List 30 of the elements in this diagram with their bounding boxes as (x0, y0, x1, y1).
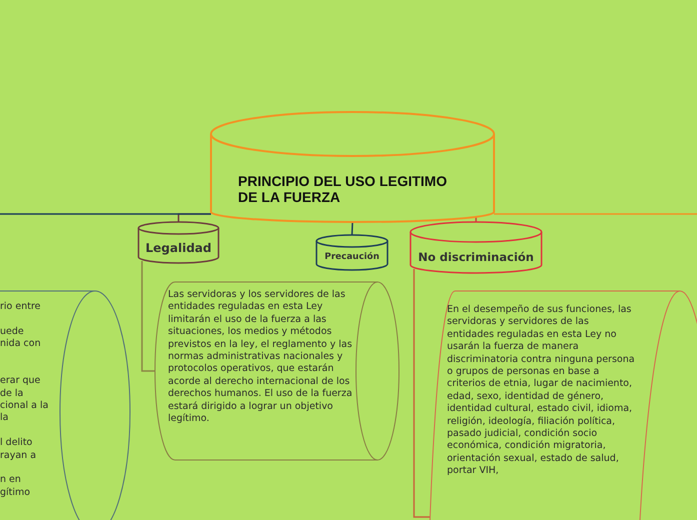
subtopic-cylinder (137, 221, 220, 265)
connector-line (0, 213, 211, 215)
text-fragment: n en (0, 474, 21, 487)
text-fragment: gítimo (0, 486, 30, 500)
text-fragment: la (0, 412, 8, 425)
text-fragment: rayan a (0, 450, 36, 462)
text-fragment: erar que (0, 375, 40, 388)
text-fragment: uede (0, 326, 24, 338)
text-cylinder (430, 290, 697, 520)
topic-title: PRINCIPIO DEL USO LEGITIMO DE LA FUERZA (238, 173, 448, 205)
text-fragment: cional a la (0, 400, 48, 412)
body-text: En el desempeño de sus funciones, las servidoras y servidores de las entidades reguladas en esta Ley no usarán la fuerza de manera discriminatoria contra ninguna persona o grupos de personas en base a criterios de etnia, lugar de nacimiento, edad, sexo, identidad de género, identidad cultural, estado civil, idioma, religión, ideología, filiación política, pasado judicial, condición socio económica, condición migratoria, orientación sexual, estado de salud, portar VIH, (447, 304, 635, 478)
connector-line (413, 269, 430, 518)
subtopic-label: No discriminación (418, 250, 534, 264)
text-fragment: l delito (0, 437, 32, 450)
subtopic-label: Precaución (324, 252, 380, 262)
connector-line (141, 261, 155, 372)
connector-line (475, 217, 477, 222)
text-fragment: nida con (0, 338, 41, 350)
subtopic-cylinder (409, 221, 543, 275)
topic-cylinder (209, 111, 496, 223)
body-text: Las servidoras y los servidores de las entidades reguladas en esta Ley limitarán el uso de la fuerza a las situaciones, los medios y métodos previstos en la ley, el reglamento y las normas administrativas nacionales y protocolos operativos, que estarán acorde al derecho internacional de los derechos humanos. El uso de la fuerza estará dirigido a lograr un objetivo legítimo. (168, 289, 354, 426)
text-fragment: de la (0, 388, 24, 400)
connector-line (351, 222, 354, 236)
subtopic-label: Legalidad (146, 241, 212, 255)
text-fragment: rio entre (0, 300, 41, 314)
text-cylinder (153, 280, 401, 462)
text-cylinder (0, 290, 132, 520)
connector-line (494, 213, 697, 215)
subtopic-cylinder (315, 234, 389, 272)
